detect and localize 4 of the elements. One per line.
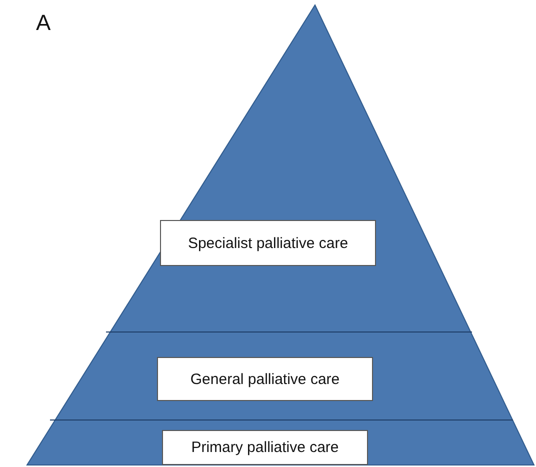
- panel-letter: A: [36, 10, 51, 36]
- level-label-box: Primary palliative care: [162, 430, 368, 465]
- level-label-box: General palliative care: [157, 357, 373, 401]
- level-label-box: Specialist palliative care: [160, 220, 376, 266]
